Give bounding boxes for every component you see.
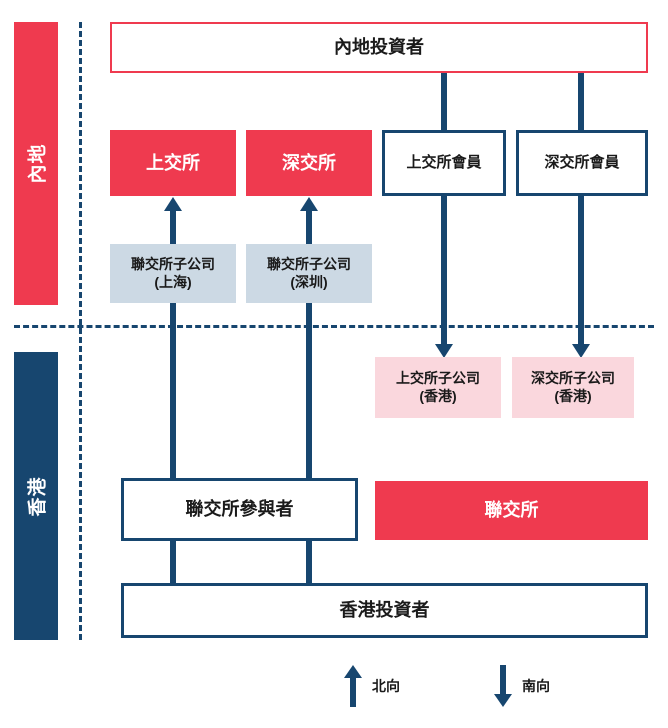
connector-szse-member-to-szse-sub-hk (578, 195, 584, 344)
connector-participant-to-sehk-sub-shenzhen (306, 300, 312, 482)
arrow-up-icon (344, 665, 362, 707)
vertical-dashed-divider (79, 22, 82, 640)
node-label-sse-subsidiary-hk: 上交所子公司 (香港) (396, 370, 480, 404)
node-label-szse: 深交所 (282, 152, 336, 173)
region-bar-mainland: 內地 (14, 22, 58, 305)
connector-investor-to-sse-member (441, 73, 447, 135)
node-hk-investor[interactable]: 香港投資者 (121, 583, 648, 638)
legend-label-southbound: 南向 (522, 678, 550, 694)
node-sehk-subsidiary-shenzhen[interactable]: 聯交所子公司 (深圳) (246, 244, 372, 303)
arrow-down-icon (494, 665, 512, 707)
connector-hk-investor-to-participant-left (170, 538, 176, 586)
legend-northbound: 北向 (344, 665, 400, 707)
connector-investor-to-szse-member (578, 73, 584, 135)
node-sehk-participant[interactable]: 聯交所參與者 (121, 478, 358, 541)
arrowhead-up-szse (300, 197, 318, 211)
region-label-hongkong: 香港 (27, 475, 49, 517)
node-label-szse-member: 深交所會員 (544, 153, 620, 171)
node-mainland-investor[interactable]: 內地投資者 (110, 22, 648, 73)
node-sse-member[interactable]: 上交所會員 (382, 130, 506, 196)
horizontal-border-divider (14, 325, 654, 328)
connector-participant-to-sehk-sub-shanghai (170, 300, 176, 482)
legend-label-northbound: 北向 (372, 678, 400, 694)
connector-sse-member-to-sse-sub-hk (441, 195, 447, 344)
arrowhead-up-sse (164, 197, 182, 211)
node-sse[interactable]: 上交所 (110, 130, 236, 196)
region-bar-hongkong: 香港 (14, 352, 58, 640)
node-label-sehk-subsidiary-shenzhen: 聯交所子公司 (深圳) (267, 256, 351, 290)
node-label-sse: 上交所 (146, 152, 200, 173)
connector-sehk-sub-shanghai-to-sse (170, 210, 176, 248)
legend-southbound: 南向 (494, 665, 550, 707)
arrowhead-down-szse-sub-hk (572, 344, 590, 358)
region-label-mainland: 內地 (27, 143, 49, 184)
connector-sehk-sub-shenzhen-to-szse (306, 210, 312, 248)
node-label-sehk: 聯交所 (484, 500, 539, 521)
node-sehk[interactable]: 聯交所 (375, 481, 648, 540)
node-label-sehk-subsidiary-shanghai: 聯交所子公司 (上海) (131, 256, 215, 290)
node-szse[interactable]: 深交所 (246, 130, 372, 196)
node-sehk-subsidiary-shanghai[interactable]: 聯交所子公司 (上海) (110, 244, 236, 303)
arrowhead-down-sse-sub-hk (435, 344, 453, 358)
node-szse-subsidiary-hk[interactable]: 深交所子公司 (香港) (512, 357, 634, 418)
node-szse-member[interactable]: 深交所會員 (516, 130, 648, 196)
node-label-hk-investor: 香港投資者 (339, 600, 430, 621)
node-label-sse-member: 上交所會員 (406, 153, 482, 171)
connector-hk-investor-to-participant-right (306, 538, 312, 586)
node-label-sehk-participant: 聯交所參與者 (185, 499, 294, 520)
node-label-szse-subsidiary-hk: 深交所子公司 (香港) (531, 370, 615, 404)
node-label-mainland-investor: 內地投資者 (334, 37, 424, 58)
node-sse-subsidiary-hk[interactable]: 上交所子公司 (香港) (375, 357, 501, 418)
